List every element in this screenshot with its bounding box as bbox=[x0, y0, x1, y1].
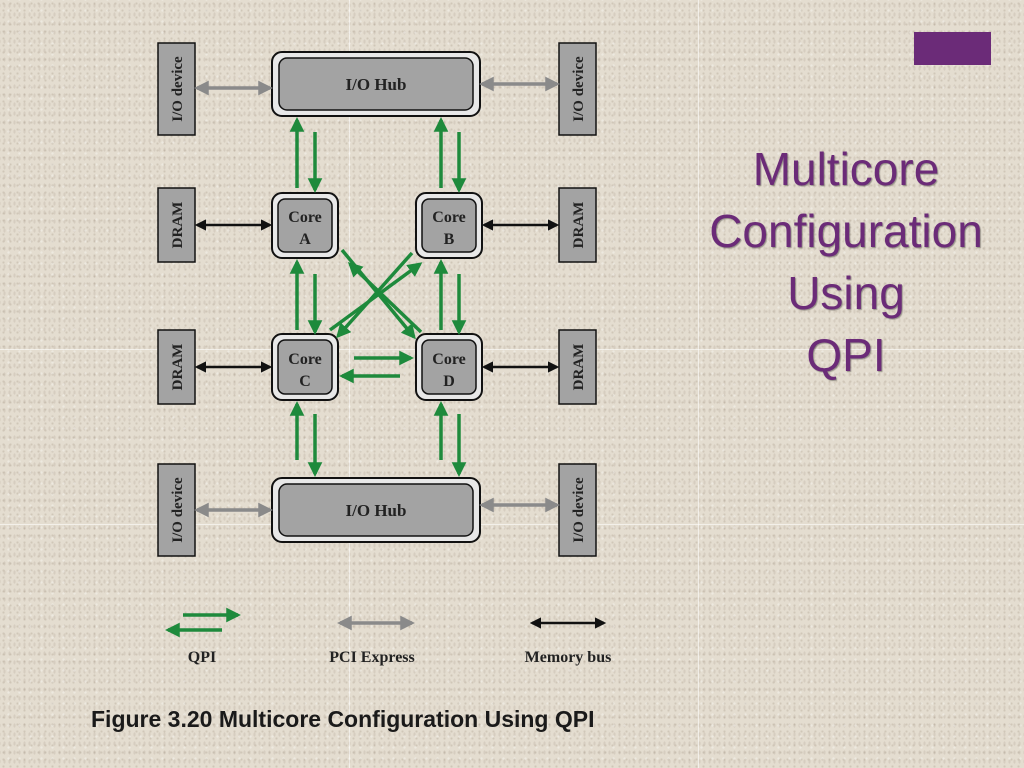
background-gridline bbox=[698, 0, 699, 768]
core-b: Core B bbox=[415, 192, 483, 259]
core-letter: C bbox=[299, 373, 311, 390]
dram-label: DRAM bbox=[571, 344, 587, 391]
io-device-label: I/O device bbox=[571, 56, 587, 122]
background-gridline bbox=[0, 524, 1024, 525]
legend-qpi-label: QPI bbox=[188, 649, 216, 666]
core-word: Core bbox=[432, 209, 465, 226]
legend: QPI PCI Express Memory bus bbox=[165, 607, 612, 666]
dram-label: DRAM bbox=[170, 344, 186, 391]
io-hub-bottom-label: I/O Hub bbox=[346, 501, 407, 520]
dram-label: DRAM bbox=[170, 202, 186, 249]
title-line: Multicore bbox=[752, 143, 940, 195]
io-device-label: I/O device bbox=[571, 477, 587, 543]
title-line: Using bbox=[787, 267, 905, 319]
core-c: Core C bbox=[271, 333, 339, 401]
core-letter: B bbox=[444, 231, 455, 248]
qpi-arrow bbox=[328, 262, 423, 332]
legend-pci-express-label: PCI Express bbox=[329, 649, 415, 666]
core-letter: A bbox=[299, 231, 311, 248]
qpi-arrow bbox=[347, 261, 423, 334]
figure-caption: Figure 3.20 Multicore Configuration Usin… bbox=[91, 706, 595, 732]
accent-block bbox=[914, 32, 991, 65]
dram-left-top: DRAM bbox=[157, 187, 196, 263]
dram-right-bottom: DRAM bbox=[558, 329, 597, 405]
core-word: Core bbox=[288, 351, 321, 368]
core-letter: D bbox=[443, 373, 455, 390]
legend-memory-bus-label: Memory bus bbox=[525, 649, 612, 666]
dram-left-bottom: DRAM bbox=[157, 329, 196, 405]
background-gridline bbox=[0, 349, 1024, 350]
title-line: QPI bbox=[806, 329, 886, 381]
dram-label: DRAM bbox=[571, 202, 587, 249]
io-hub-bottom: I/O Hub bbox=[271, 477, 481, 543]
dram-right-top: DRAM bbox=[558, 187, 597, 263]
io-device-top-left: I/O device bbox=[157, 42, 196, 136]
core-a: Core A bbox=[271, 192, 339, 259]
core-word: Core bbox=[432, 351, 465, 368]
title-line: Configuration bbox=[709, 205, 983, 257]
background-gridline bbox=[349, 0, 350, 768]
slide-title: Multicore Configuration Using QPI bbox=[676, 138, 1016, 386]
io-hub-top-label: I/O Hub bbox=[346, 75, 407, 94]
io-device-label: I/O device bbox=[170, 56, 186, 122]
io-device-top-right: I/O device bbox=[558, 42, 597, 136]
qpi-arrow bbox=[336, 251, 414, 339]
io-device-bottom-left: I/O device bbox=[157, 463, 196, 557]
io-device-label: I/O device bbox=[170, 477, 186, 543]
core-d: Core D bbox=[415, 333, 483, 401]
io-hub-top: I/O Hub bbox=[271, 51, 481, 117]
io-device-bottom-right: I/O device bbox=[558, 463, 597, 557]
core-word: Core bbox=[288, 209, 321, 226]
